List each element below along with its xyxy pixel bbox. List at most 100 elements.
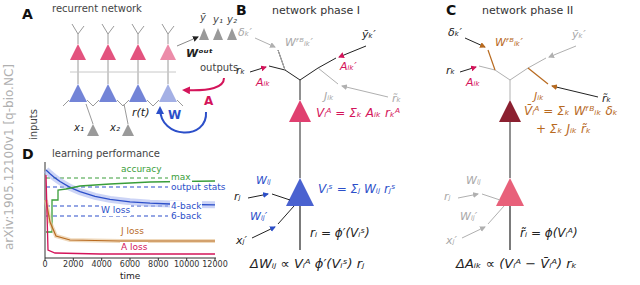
equation: rᵢ = ϕ′(Vᵢˢ)	[310, 226, 370, 240]
neuron-phase-two-part	[509, 206, 510, 250]
math-label: Aᵢₖ′	[340, 60, 357, 73]
panel-letter: C	[446, 2, 456, 19]
network-dendrites-part	[86, 104, 128, 124]
series-label: A loss	[120, 242, 148, 253]
equation: Vᵢᴬ = Σₖ Aᵢₖ rₖᴬ	[316, 106, 400, 120]
math-label: rₖ	[236, 64, 245, 77]
panel-title: network phase I	[272, 4, 360, 17]
math-label: Jᵢₖ	[324, 90, 334, 103]
reference-lines-part	[46, 177, 168, 178]
input-neurons-part	[87, 124, 99, 136]
neuron-phase-two-part	[510, 122, 511, 178]
neuron-phase-one-part	[289, 100, 311, 122]
output-label: y₂	[227, 14, 237, 26]
neuron-phase-one-part	[339, 46, 366, 57]
neuron-phase-two-part	[499, 100, 521, 122]
output-neurons-part	[213, 28, 223, 40]
feedback-arrow-a	[184, 78, 224, 90]
output-label: y₁	[213, 14, 223, 26]
neuron-phase-one-part	[300, 122, 301, 178]
series-label: output stats	[170, 182, 227, 193]
axis-tick: 10000	[174, 260, 199, 270]
series-label: W loss	[100, 205, 131, 216]
output-neurons-part	[199, 28, 209, 40]
neuron-phase-two-part	[528, 68, 548, 84]
neuron-phase-two-part	[460, 67, 476, 72]
neuron-phase-one-part	[300, 58, 336, 80]
pyramidal-neurons-bottom-part	[69, 84, 87, 102]
watermark: arXiv:1905.12100v1 [q-bio.NC]	[2, 64, 16, 250]
neuron-phase-one-part	[299, 206, 300, 250]
panel-letter: D	[22, 146, 34, 163]
neuron-phase-two-part	[510, 58, 546, 80]
plot-axes	[45, 162, 216, 261]
pyramidal-neurons-top-part	[130, 44, 146, 60]
neuron-phase-one-part	[255, 38, 275, 47]
pyramidal-neurons-bottom-part	[99, 84, 117, 102]
neuron-phase-one-part	[342, 86, 388, 97]
neuron-phase-one-part	[318, 68, 338, 84]
math-label: δₖ′	[238, 26, 252, 39]
weight-label: Wᵒᵘᵗ	[186, 47, 213, 60]
neuron-phase-one-part	[269, 50, 300, 100]
math-label: xⱼ′	[236, 234, 247, 247]
neuron-phase-two-part	[549, 46, 576, 57]
math-label: Wᶠᴮᵢₖ′	[285, 36, 313, 49]
neuron-phase-one-part	[272, 194, 294, 224]
math-label: Wᵢⱼ′	[250, 210, 267, 223]
neuron-phase-two-part	[465, 38, 485, 47]
math-label: ȳₖ′	[362, 28, 376, 41]
group-label: outputs	[200, 62, 238, 74]
math-label: r̃ₖ	[392, 92, 401, 105]
math-label: rⱼ	[234, 190, 240, 203]
neuron-phase-two-part	[496, 178, 524, 206]
output-neurons-part	[227, 28, 237, 40]
network-dendrites-part	[70, 72, 176, 73]
pyramidal-neurons-bottom-part	[129, 84, 147, 102]
network-dendrites	[63, 24, 183, 124]
input-label: x₁	[74, 122, 84, 134]
input-label: x₂	[110, 122, 120, 134]
plot-axes-part	[45, 162, 216, 258]
math-label: Jᵢₖ	[534, 90, 544, 103]
pyramidal-neurons-top-part	[160, 44, 176, 60]
equation: Vᵢˢ = Σⱼ Wᵢⱼ rⱼˢ	[318, 182, 395, 196]
network-dendrites-part	[102, 24, 114, 44]
neuron-phase-two-part	[488, 50, 495, 70]
network-dendrites-part	[162, 24, 174, 44]
neuron-phase-two-part	[462, 227, 485, 238]
neuron-phase-two	[458, 38, 598, 250]
panel-title: learning performance	[52, 148, 160, 160]
math-label: xⱼ′	[446, 234, 457, 247]
math-label: Aᵢₖ	[256, 76, 270, 89]
math-label: rₖ	[446, 64, 455, 77]
axis-tick: 8000	[148, 260, 168, 270]
pyramidal-neurons-bottom	[69, 84, 177, 102]
weight-label: A	[204, 94, 213, 108]
neuron-phase-two-part	[552, 86, 598, 97]
equation: r̃ᵢ = ϕ(Vᵢᴬ)	[520, 226, 578, 240]
loss-curves-part	[46, 200, 215, 241]
math-label: δₖ′	[448, 26, 462, 39]
axis-tick: 6000	[120, 260, 140, 270]
math-label: Wᵢⱼ	[256, 174, 271, 187]
pyramidal-neurons-top-part	[70, 44, 86, 60]
pyramidal-neurons-top	[70, 44, 176, 60]
axis-tick: 2000	[63, 260, 83, 270]
neuron-phase-two-part	[458, 194, 478, 198]
panel-title: network phase II	[482, 4, 573, 17]
axis-tick: 0	[42, 260, 47, 270]
neuron-phase-one-part	[278, 50, 285, 70]
math-label: ȳₖ′	[572, 28, 586, 41]
math-label: Wᵢⱼ′	[460, 210, 477, 223]
math-label: r̃ₖ	[602, 92, 611, 105]
neuron-phase-one-part	[286, 178, 314, 206]
equation: + Σₖ Jᵢₖ r̃ₖ	[536, 122, 591, 136]
readout-line	[177, 37, 198, 46]
pyramidal-neurons-bottom-part	[159, 84, 177, 102]
series-label: accuracy	[120, 164, 163, 175]
signal-label: r(t)	[132, 106, 149, 119]
series-label: 6-back	[170, 211, 202, 222]
